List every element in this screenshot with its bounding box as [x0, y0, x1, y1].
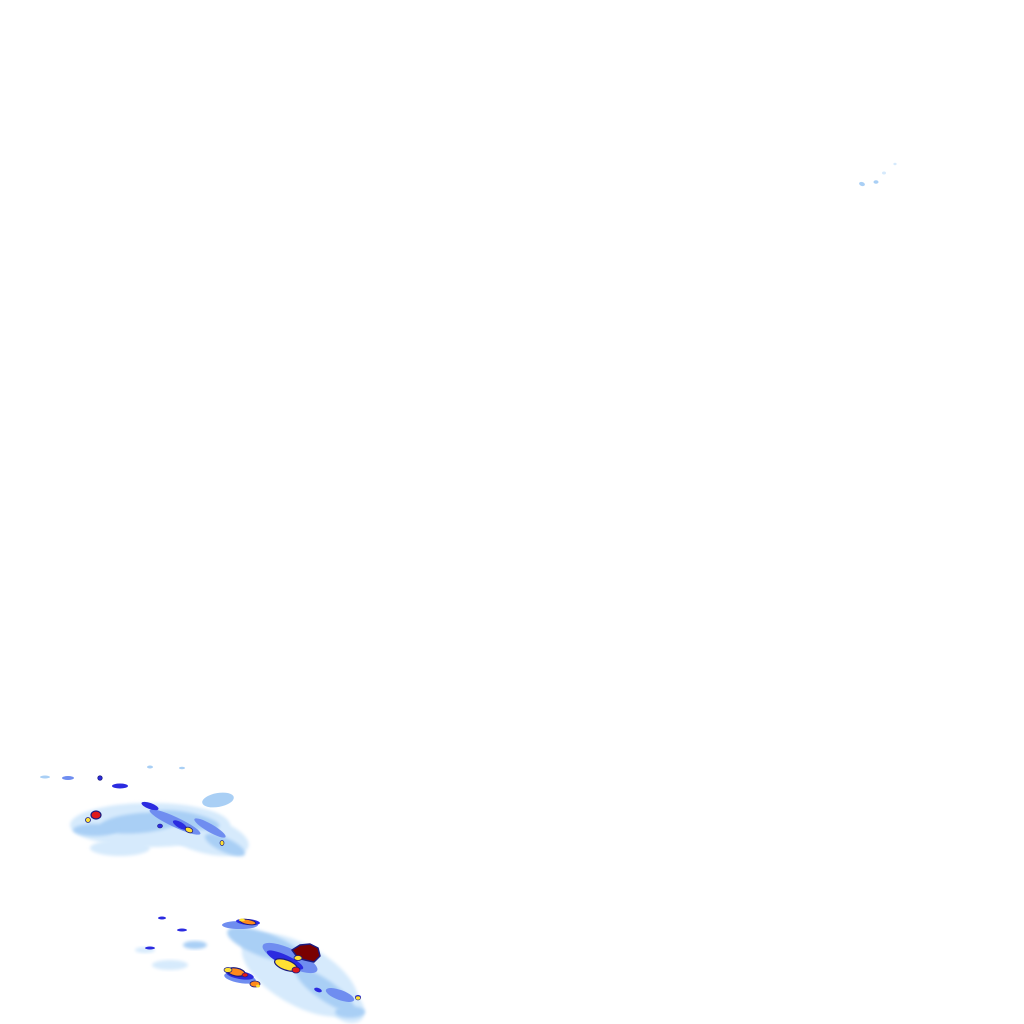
echo-area [325, 988, 355, 1002]
echo-area [177, 928, 187, 932]
echo-core [219, 840, 225, 846]
echo-area [204, 833, 246, 857]
echo-core [90, 810, 102, 820]
echo-area [202, 792, 234, 808]
southwest-upper-cluster [40, 765, 249, 857]
echo-core [241, 972, 249, 978]
echo-area [152, 960, 188, 970]
echo-area [158, 916, 166, 920]
echo-core [291, 966, 301, 974]
echo-core [223, 967, 233, 973]
echo-speck [882, 171, 886, 175]
echo-core [97, 775, 103, 781]
echo-area [73, 824, 117, 836]
echo-area [141, 801, 159, 811]
echo-area [179, 766, 185, 770]
echo-speck [873, 180, 879, 184]
echo-area [295, 968, 355, 1012]
echo-core [157, 823, 163, 829]
echo-area [62, 776, 74, 780]
echo-core [239, 918, 245, 922]
echo-area [194, 818, 226, 838]
echo-area [183, 941, 207, 949]
southwest-lower-cluster [135, 916, 365, 1024]
echo-speck [859, 181, 865, 187]
echo-core [256, 984, 260, 988]
echo-speck [893, 162, 897, 166]
echo-core [85, 817, 91, 823]
echo-area [90, 840, 150, 856]
echo-area [172, 820, 188, 830]
echo-area [112, 783, 128, 789]
echo-core [293, 955, 303, 961]
echo-area [40, 775, 50, 779]
far-northeast-speckles [859, 162, 897, 187]
echo-core [184, 826, 194, 834]
echo-area [335, 1006, 365, 1018]
echo-core [355, 995, 361, 1001]
echo-area [147, 765, 153, 769]
echo-area [145, 946, 155, 950]
echo-area [314, 987, 322, 993]
